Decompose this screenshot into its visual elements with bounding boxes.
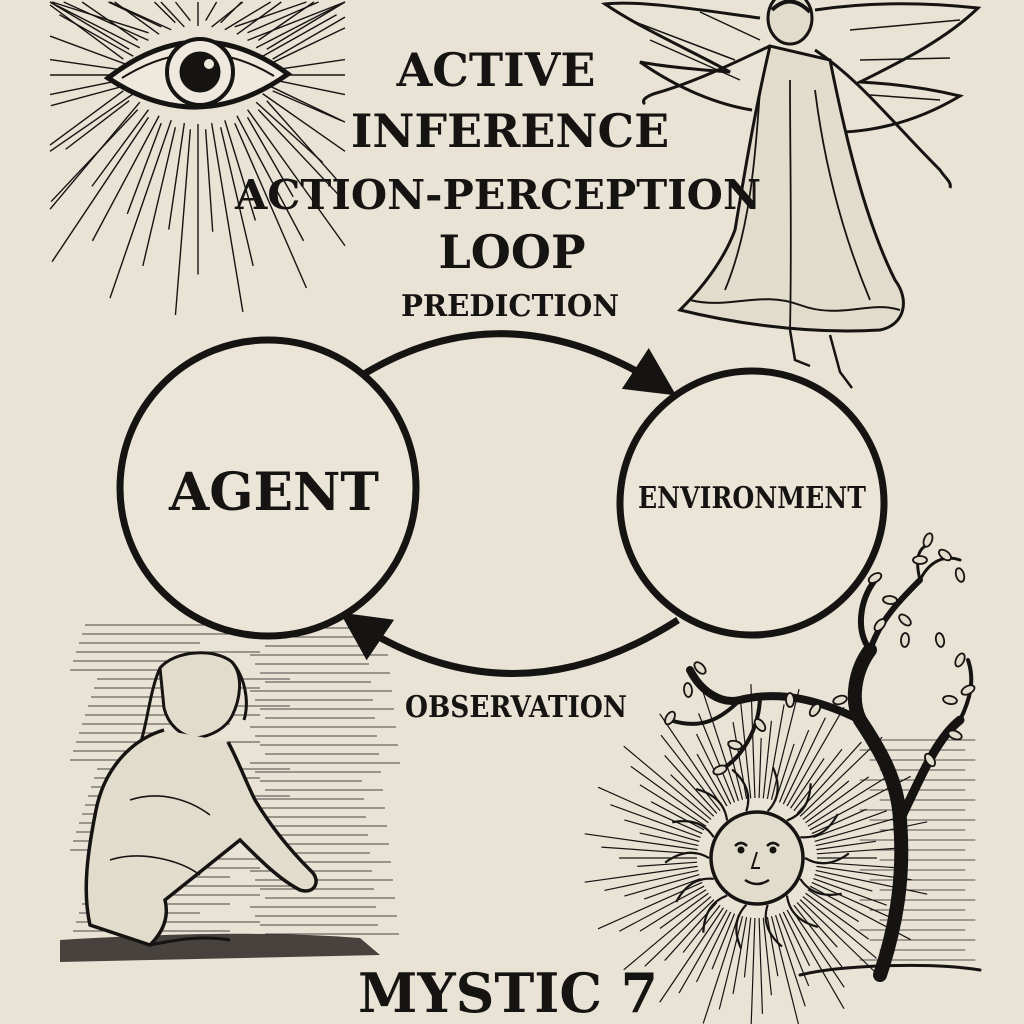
agent-node: AGENT [116,336,420,640]
observation-label: OBSERVATION [405,690,627,725]
diagram-title: ACTIVE INFERENCE ACTION-PERCEPTION LOOP [234,43,761,279]
bare-tree-icon [664,532,982,982]
prediction-label: PREDICTION [401,289,619,324]
prediction-arrow [362,330,677,396]
title-line-3: ACTION-PERCEPTION [234,171,761,219]
environment-node: ENVIRONMENT [616,367,888,639]
sun-face-icon [584,684,928,1024]
title-line-1: ACTIVE [396,43,596,97]
angel-icon [600,0,982,389]
observation-arrow [339,612,680,677]
agent-label: AGENT [168,462,379,523]
kneeling-man-icon [60,624,400,962]
title-line-4: LOOP [438,225,585,279]
footer-signature: MYSTIC 7 [358,961,658,1024]
title-line-2: INFERENCE [351,104,669,158]
environment-label: ENVIRONMENT [638,481,867,516]
radiant-eye-icon [49,1,346,316]
